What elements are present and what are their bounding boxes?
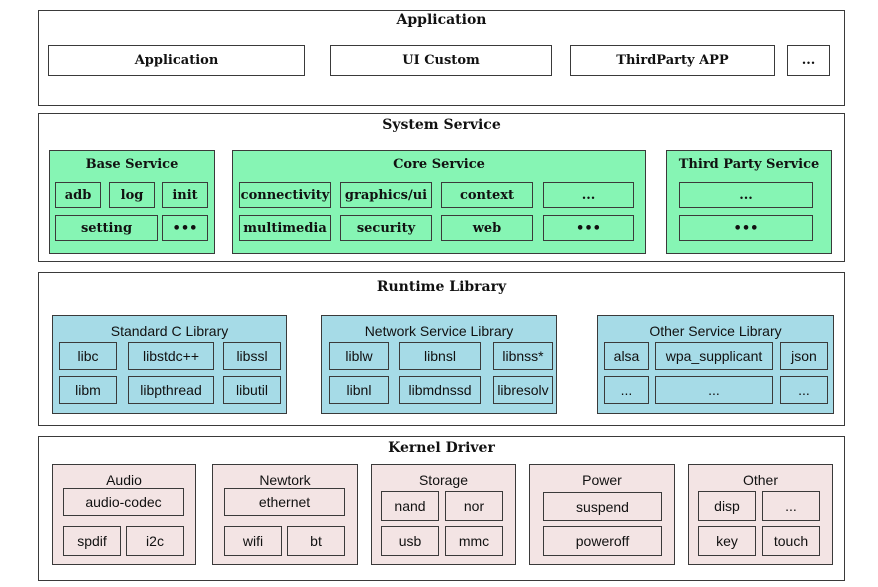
- kernel-driver-title: Kernel Driver: [388, 440, 495, 456]
- application-box: Application: [48, 45, 305, 76]
- other-lib-more-box-1: ...: [604, 376, 649, 404]
- system-service-title: System Service: [382, 117, 501, 133]
- libpthread-box: libpthread: [128, 376, 214, 404]
- libutil-box: libutil: [223, 376, 281, 404]
- core-service-more-box-1: ...: [543, 182, 634, 208]
- ethernet-box: ethernet: [224, 488, 345, 516]
- graphics-ui-box: graphics/ui: [340, 182, 432, 208]
- libstdcpp-box: libstdc++: [128, 342, 214, 370]
- ui-custom-box: UI Custom: [330, 45, 552, 76]
- core-service-more-box-2: •••: [543, 215, 634, 241]
- libssl-box: libssl: [223, 342, 281, 370]
- nor-box: nor: [445, 491, 503, 521]
- bt-box: bt: [287, 526, 345, 556]
- libmdnssd-box: libmdnssd: [399, 376, 481, 404]
- base-service-more-box: •••: [162, 215, 208, 241]
- poweroff-box: poweroff: [543, 526, 662, 556]
- alsa-box: alsa: [604, 342, 649, 370]
- other-service-library-title: Other Service Library: [649, 323, 782, 339]
- init-box: init: [162, 182, 208, 208]
- audio-title: Audio: [106, 472, 142, 488]
- thirdparty-app-box: ThirdParty APP: [570, 45, 775, 76]
- context-box: context: [441, 182, 533, 208]
- security-box: security: [340, 215, 432, 241]
- network-service-library-title: Network Service Library: [364, 323, 514, 339]
- wpa-supplicant-box: wpa_supplicant: [655, 342, 773, 370]
- log-box: log: [109, 182, 155, 208]
- libnsl-box: libnsl: [399, 342, 481, 370]
- spdif-box: spdif: [63, 526, 121, 556]
- application-layer-title: Application: [396, 12, 487, 28]
- liblw-box: liblw: [329, 342, 389, 370]
- nand-box: nand: [381, 491, 439, 521]
- libm-box: libm: [59, 376, 117, 404]
- network-driver-title: Newtork: [259, 472, 311, 488]
- standard-c-library-title: Standard C Library: [110, 323, 229, 339]
- web-box: web: [441, 215, 533, 241]
- libresolv-box: libresolv: [493, 376, 553, 404]
- power-title: Power: [582, 472, 622, 488]
- core-service-title: Core Service: [393, 157, 485, 172]
- key-box: key: [698, 526, 756, 556]
- runtime-library-title: Runtime Library: [376, 279, 507, 295]
- wifi-box: wifi: [224, 526, 282, 556]
- libnl-box: libnl: [329, 376, 389, 404]
- disp-box: disp: [698, 491, 756, 521]
- third-party-more-box-2: •••: [679, 215, 813, 241]
- i2c-box: i2c: [126, 526, 184, 556]
- storage-title: Storage: [418, 472, 469, 488]
- base-service-title: Base Service: [85, 157, 179, 172]
- connectivity-box: connectivity: [239, 182, 331, 208]
- usb-box: usb: [381, 526, 439, 556]
- other-driver-title: Other: [742, 472, 778, 488]
- third-party-service-title: Third Party Service: [678, 157, 820, 172]
- other-driver-more-box: ...: [762, 491, 820, 521]
- libc-box: libc: [59, 342, 117, 370]
- multimedia-box: multimedia: [239, 215, 331, 241]
- libnss-box: libnss*: [493, 342, 553, 370]
- touch-box: touch: [762, 526, 820, 556]
- third-party-more-box-1: ...: [679, 182, 813, 208]
- application-more-box: ...: [787, 45, 830, 76]
- json-box: json: [780, 342, 828, 370]
- setting-box: setting: [55, 215, 158, 241]
- adb-box: adb: [55, 182, 101, 208]
- other-lib-more-box-3: ...: [780, 376, 828, 404]
- mmc-box: mmc: [445, 526, 503, 556]
- audio-codec-box: audio-codec: [63, 488, 184, 516]
- other-lib-more-box-2: ...: [655, 376, 773, 404]
- suspend-box: suspend: [543, 492, 662, 521]
